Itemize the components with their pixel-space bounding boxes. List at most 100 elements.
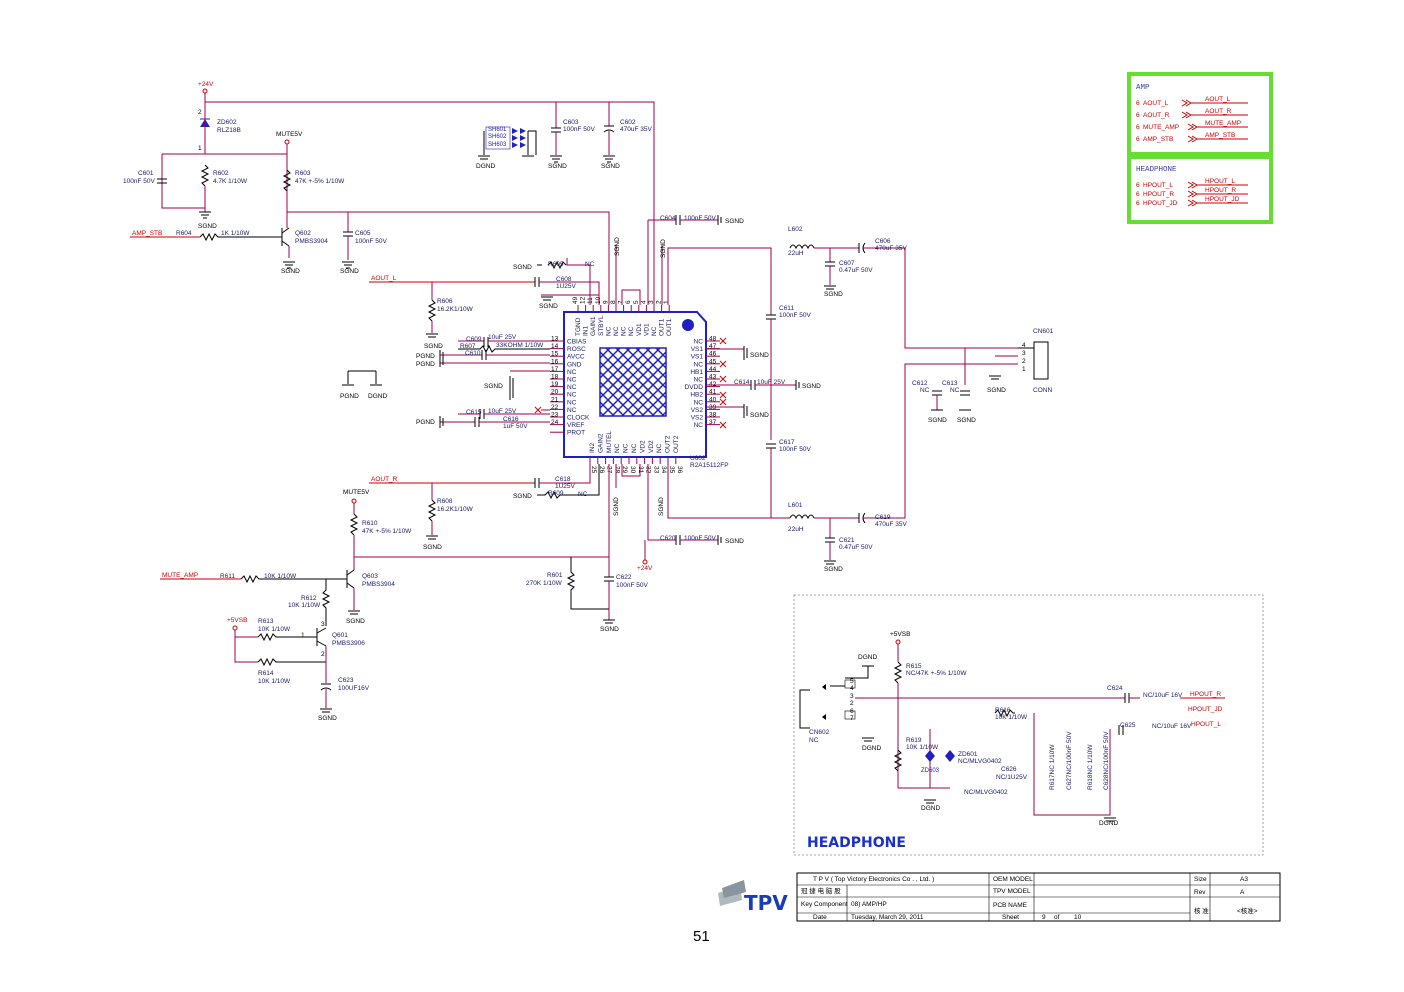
size-value: A3 [1240,876,1248,883]
ic-pin-name: TGND [575,317,582,336]
ic-pin-number: 9 [602,300,609,304]
ic-pin-name: VS2 [691,407,704,414]
cn602-value: NC [809,737,819,744]
c602-value: 470uF 35V [620,126,652,133]
net-aout-l: AOUT_L [371,275,397,282]
offpage-page: 6 [1136,182,1140,189]
u602-ref: U602 [690,455,706,462]
sgnd-label: SGND [824,291,843,298]
ic-pin-number: 37 [709,419,717,426]
zd603-ref: ZD603 [921,768,940,774]
c619-ref: C619 [875,514,891,521]
l602-ref: L602 [788,226,803,233]
c603-value: 100nF 50V [563,126,595,133]
headphone-title: HEADPHONE [807,835,906,851]
c606-ref: C606 [875,238,891,245]
svg-text:4: 4 [1022,342,1026,349]
ic-pin-name: CLOCK [567,415,590,422]
size-label: Size [1194,876,1207,883]
sgnd-label: SGND [824,566,843,573]
sgnd-label: SGND [539,303,558,310]
c618-value: 1U25V [555,483,576,490]
sgnd-label: SGND [198,223,217,230]
ic-pin-name: OUT2 [673,435,680,453]
sgnd-label: SGND [484,383,503,390]
c615-ref: C615 [466,409,482,416]
ic-pin-number: 23 [551,412,559,419]
sgnd-label: SGND [424,343,443,350]
l602-value: 22uH [788,250,804,257]
offpage-port: AOUT_L [1143,100,1169,107]
sgnd-label: SGND [423,544,442,551]
r602-ref: R602 [213,170,229,177]
c604-value: 100nF 50V [684,215,716,222]
ic-pin-name: NC [614,443,621,453]
r605-value: NC [585,261,595,268]
ic-pin-name: CBIAS [567,339,587,346]
zd602-value: RLZ18B [217,127,241,134]
rev-value: A [1240,889,1245,896]
dgnd-label: DGND [921,805,940,812]
ic-pin-number: 5 [633,300,640,304]
pgnd-label: PGND [416,419,435,426]
ic-pin-number: 15 [551,351,559,358]
c628-label: C628NC/100nF 50V [1103,731,1110,790]
sgnd-label: SGND [725,538,744,545]
ic-pin-name: GND [567,361,582,368]
sgnd-label: SGND [750,352,769,359]
offpage-port: AMP_STB [1143,136,1173,143]
offpage-page: 6 [1136,191,1140,198]
sgnd-label: SGND [660,239,667,258]
ic-pin-name: NC [631,443,638,453]
r606-value: 16.2K1/10W [437,306,474,313]
date-label: Date [813,914,827,921]
ic-pin-number: 18 [551,374,559,381]
ic-pin-name: NC [628,326,635,336]
nc-mlvg-label: NC/MLVG0402 [964,789,1008,796]
r607-ref: R607 [460,343,476,350]
ic-pin-name: IN2 [589,443,596,454]
ic-pin-number: 16 [551,358,559,365]
mute5v-label: MUTE5V [343,489,370,496]
c611-ref: C611 [779,305,794,312]
ic-pin-name: DVDD [685,384,704,391]
dgnd-label: DGND [368,393,387,400]
offpage-page: 6 [1136,136,1140,143]
sgnd-label: SGND [613,497,620,516]
ic-pin-number: 41 [709,389,717,396]
r607-value: 33KOHM 1/10W [496,342,544,349]
svg-text:3: 3 [850,693,854,700]
ic-pin-name: VS1 [691,354,704,361]
ic-left-network: SGND R605 NC AOUT_L C608 1U25V SGND SGND… [340,215,744,430]
c626-value: NC/1U25V [996,774,1028,781]
ic-pin-number: 12 [580,296,587,304]
u602-part: R2A15112FP [690,462,729,469]
l601-ref: L601 [788,502,803,509]
r601-value: 270K 1/10W [526,580,563,587]
pgnd-label: PGND [416,361,435,368]
sgnd-label: SGND [601,163,620,170]
ic-pin-name: NC [651,326,658,336]
sgnd-label: SGND [513,264,532,271]
sheet-of: of [1054,914,1060,921]
cn601-type: CONN [1033,387,1052,394]
svg-text:2: 2 [198,109,202,116]
date-value: Tuesday, March 29, 2011 [851,914,924,921]
ic-pin-number: 11 [587,297,594,304]
r615-value: NC/47K +-5% 1/10W [906,670,967,677]
sh603-ref: SH603 [488,142,507,148]
ic-pin-number: 19 [551,381,559,388]
dgnd-label: DGND [862,745,881,752]
ic-pin-number: 48 [709,336,717,343]
c614-ref: C614 [734,379,750,386]
r603-ref: R603 [295,170,311,177]
offpage-port: AOUT_R [1143,112,1170,119]
r605-ref: R605 [548,261,564,268]
ic-pin-number: 29 [621,466,628,474]
r615-ref: R615 [906,663,922,670]
sgnd-label: SGND [750,412,769,419]
ic-pin-number: 33 [652,466,659,474]
cn-title: 冠 捷 电 脑 股 [801,886,841,895]
ic-pin-name: NC [623,443,630,453]
